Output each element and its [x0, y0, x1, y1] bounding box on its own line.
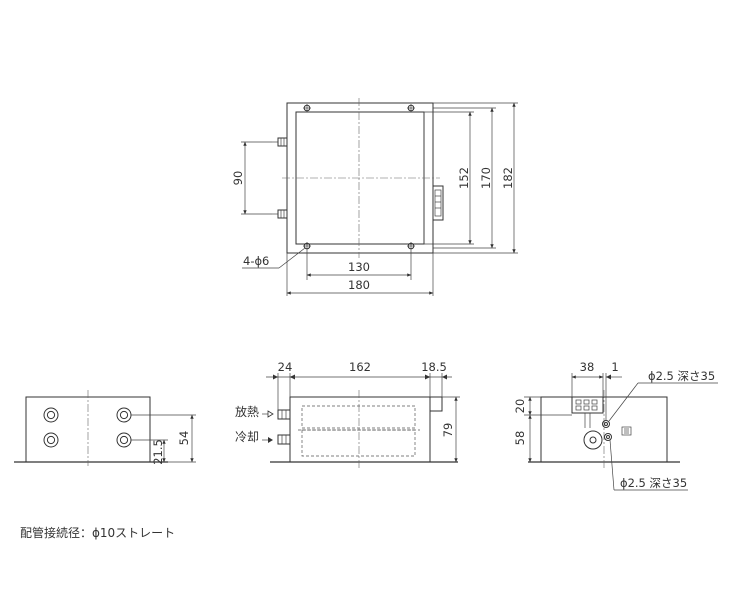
pipe-port-lower — [272, 209, 288, 219]
label-heat: 放熱 — [235, 404, 259, 419]
fitting-circle — [43, 432, 59, 448]
right-side-view: 38 1 20 58 ϕ2.5 深さ35 ϕ2.5 深さ35 — [513, 360, 718, 491]
dim-label-21-5: 21.5 — [151, 439, 165, 465]
dim-label-20: 20 — [513, 399, 527, 414]
callout-lower: ϕ2.5 深さ35 — [620, 476, 687, 490]
front-view-body — [289, 396, 431, 463]
dim-label-58: 58 — [513, 431, 527, 446]
dim-label-162: 162 — [349, 360, 371, 374]
mounting-hole — [303, 242, 311, 250]
fitting-circle — [43, 407, 59, 423]
dim-label-1: 1 — [611, 360, 618, 374]
footer-note: 配管接続径：ϕ10ストレート — [20, 525, 175, 540]
mounting-hole — [303, 104, 311, 112]
top-view: 90 152 170 182 130 180 4-ϕ6 — [231, 98, 518, 296]
fitting-circle — [116, 407, 132, 423]
sensor-hole-lower — [604, 433, 612, 441]
dim-label-170: 170 — [479, 167, 493, 189]
label-cool: 冷却 — [235, 430, 259, 444]
sensor-hole-upper — [602, 420, 610, 428]
mounting-hole — [407, 242, 415, 250]
arrow-cool-inlet-icon — [262, 437, 273, 443]
terminal-block — [571, 396, 604, 428]
fitting-circle — [116, 432, 132, 448]
left-side-view: 54 21.5 — [14, 390, 196, 466]
hole-callout: 4-ϕ6 — [243, 254, 269, 268]
front-view-inner-dashed — [301, 405, 416, 429]
dim-label-130: 130 — [348, 260, 370, 274]
pipe-port-cool — [277, 434, 291, 445]
dim-label-182: 182 — [501, 167, 515, 189]
pipe-port-heat — [277, 409, 291, 420]
front-view: 放熱 冷却 24 162 18.5 79 — [235, 360, 460, 468]
dim-label-38: 38 — [580, 360, 595, 374]
mounting-hole — [407, 104, 415, 112]
label-plate — [621, 426, 632, 436]
pipe-port-upper — [272, 137, 288, 147]
arrow-heat-outlet-icon — [262, 410, 274, 418]
dim-label-18-5: 18.5 — [421, 360, 447, 374]
dim-label-152: 152 — [457, 167, 471, 189]
cooling-plate-circle — [583, 430, 603, 450]
dim-label-180: 180 — [348, 278, 370, 292]
terminal-connector — [432, 185, 444, 221]
callout-upper: ϕ2.5 深さ35 — [648, 369, 715, 383]
dim-label-24: 24 — [278, 360, 293, 374]
dim-label-79: 79 — [441, 423, 455, 438]
dim-label-90: 90 — [231, 171, 245, 186]
front-view-connector — [429, 396, 443, 412]
dim-label-54: 54 — [177, 431, 191, 446]
